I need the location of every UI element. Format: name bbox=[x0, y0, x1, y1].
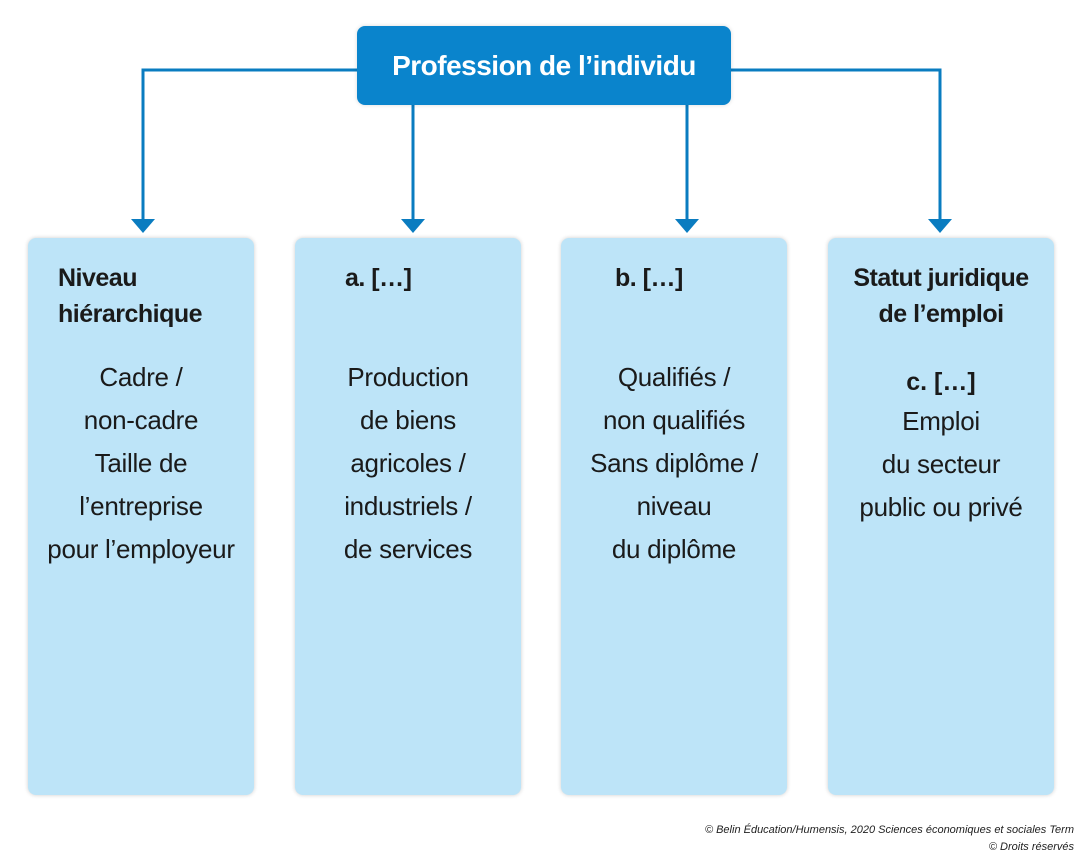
node-b: b. […] Qualifiés / non qualifiés Sans di… bbox=[561, 238, 787, 795]
copyright-line-2: © Droits réservés bbox=[988, 841, 1074, 853]
node-statut-juridique: Statut juridique de l’emploi c. […] Empl… bbox=[828, 238, 1054, 795]
node-heading: a. […] bbox=[345, 264, 412, 292]
node-heading: Niveau hiérarchique bbox=[58, 264, 203, 328]
node-a: a. […] Production de biens agricoles / i… bbox=[295, 238, 521, 795]
node-subheading: c. […] bbox=[906, 368, 976, 396]
copyright-line-1: © Belin Éducation/Humensis, 2020 Science… bbox=[704, 824, 1074, 836]
node-text: Production de biens agricoles / industri… bbox=[343, 362, 473, 564]
node-text: Emploi du secteur public ou privé bbox=[859, 406, 1023, 522]
root-node: Profession de l’individu bbox=[357, 26, 731, 105]
node-heading: b. […] bbox=[615, 264, 683, 292]
node-text: Cadre / non-cadre Taille de l’entreprise… bbox=[47, 362, 235, 564]
node-text: Qualifiés / non qualifiés Sans diplôme /… bbox=[590, 362, 758, 564]
copyright: © Belin Éducation/Humensis, 2020 Science… bbox=[705, 822, 1074, 856]
node-niveau-hierarchique: Niveau hiérarchique Cadre / non-cadre Ta… bbox=[28, 238, 254, 795]
node-heading: Statut juridique de l’emploi bbox=[853, 264, 1029, 328]
